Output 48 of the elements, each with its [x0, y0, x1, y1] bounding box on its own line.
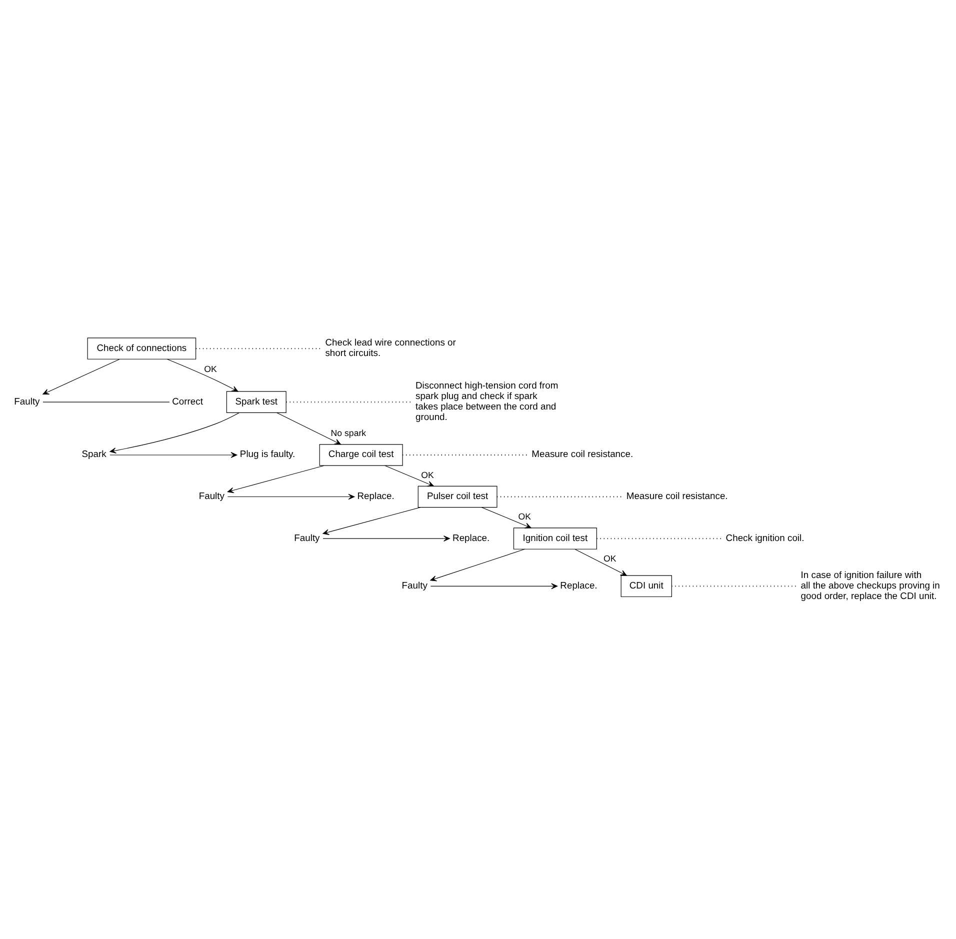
node-text: Measure coil resistance. [626, 490, 728, 500]
node-box: Pulser coil test [418, 485, 498, 508]
arrow [481, 506, 532, 528]
node-text: Faulty [14, 394, 40, 406]
connector [286, 400, 414, 402]
node-text: Replace. [357, 490, 394, 500]
node-text: Faulty [294, 531, 320, 542]
arrow [574, 548, 627, 576]
arrow [430, 582, 558, 589]
node-box: CDI unit [620, 574, 672, 597]
connector [42, 401, 170, 402]
arrow [227, 464, 324, 493]
arrow [322, 535, 450, 541]
arrow [276, 412, 341, 444]
node-box: Spark test [226, 390, 286, 412]
node-box: Ignition coil test [513, 527, 597, 549]
node-text: Replace. [452, 531, 490, 542]
node-text: Check lead wire connections or short circuits. [325, 336, 456, 358]
node-text: Spark [82, 448, 106, 459]
node-box: Charge coil test [319, 444, 403, 466]
node-text: Plug is faulty. [240, 448, 296, 459]
arrow [110, 412, 240, 453]
node-text: In case of ignition failure with all the above checkups proving in good order, replace the CDI unit. [800, 568, 940, 600]
arrow [110, 452, 238, 458]
arrow [166, 358, 238, 392]
arrow [384, 464, 434, 486]
edge-label: No spark [330, 428, 366, 438]
node-text: Measure coil resistance. [532, 448, 634, 459]
connector [196, 347, 323, 349]
arrow [42, 358, 120, 394]
node-text: Faulty [198, 490, 224, 500]
node-text: Disconnect high-tension cord from spark plug and check if spark takes place between the cord and ground. [416, 378, 558, 422]
connector [596, 537, 724, 539]
edge-label: OK [204, 364, 217, 374]
connector [496, 496, 624, 497]
node-text: Check ignition coil. [726, 531, 804, 542]
connector [402, 454, 530, 456]
arrow [430, 548, 526, 581]
node-text: Correct [172, 394, 203, 406]
edge-label: OK [604, 552, 616, 563]
arrow [322, 506, 421, 534]
node-box: Check of connections [87, 337, 196, 359]
edge-label: OK [518, 511, 531, 522]
edge-label: OK [421, 469, 434, 480]
arrow [227, 493, 355, 500]
connector [672, 585, 798, 586]
node-text: Faulty [402, 578, 428, 590]
node-text: Replace. [560, 578, 598, 590]
